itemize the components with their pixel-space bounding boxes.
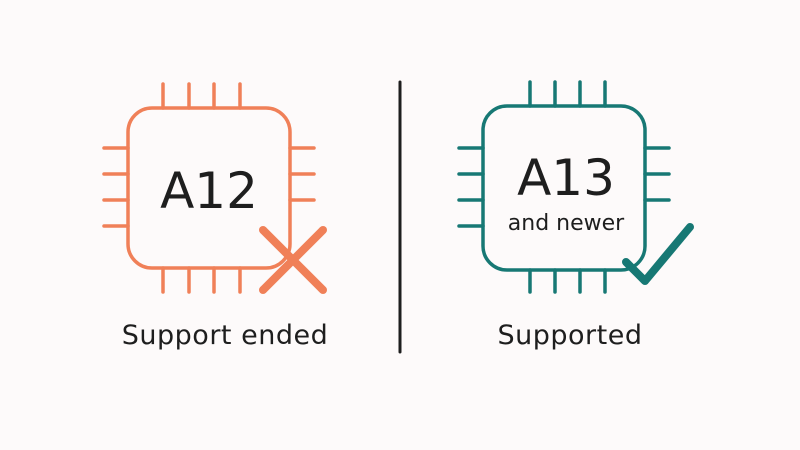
right-chip-sublabel: and newer bbox=[508, 211, 625, 236]
left-chip-pins-bottom bbox=[161, 266, 242, 294]
left-chip bbox=[102, 82, 316, 294]
right-chip-pins-bottom bbox=[528, 268, 607, 294]
checkmark-icon bbox=[622, 223, 694, 285]
right-chip-body bbox=[481, 104, 647, 272]
left-chip-pins-top bbox=[161, 82, 242, 110]
right-chip-pins-top bbox=[528, 80, 607, 108]
right-chip-label: A13 bbox=[517, 149, 615, 207]
left-chip-label: A12 bbox=[160, 162, 258, 220]
left-caption: Support ended bbox=[121, 320, 329, 351]
left-chip-pins-left bbox=[102, 146, 130, 228]
left-chip-pins-right bbox=[288, 146, 316, 202]
left-chip-body bbox=[126, 106, 292, 270]
cross-icon bbox=[259, 226, 327, 294]
right-chip-pins-right bbox=[643, 146, 671, 202]
right-chip-pins-left bbox=[457, 146, 485, 228]
right-chip bbox=[457, 80, 671, 294]
right-caption: Supported bbox=[497, 320, 643, 351]
